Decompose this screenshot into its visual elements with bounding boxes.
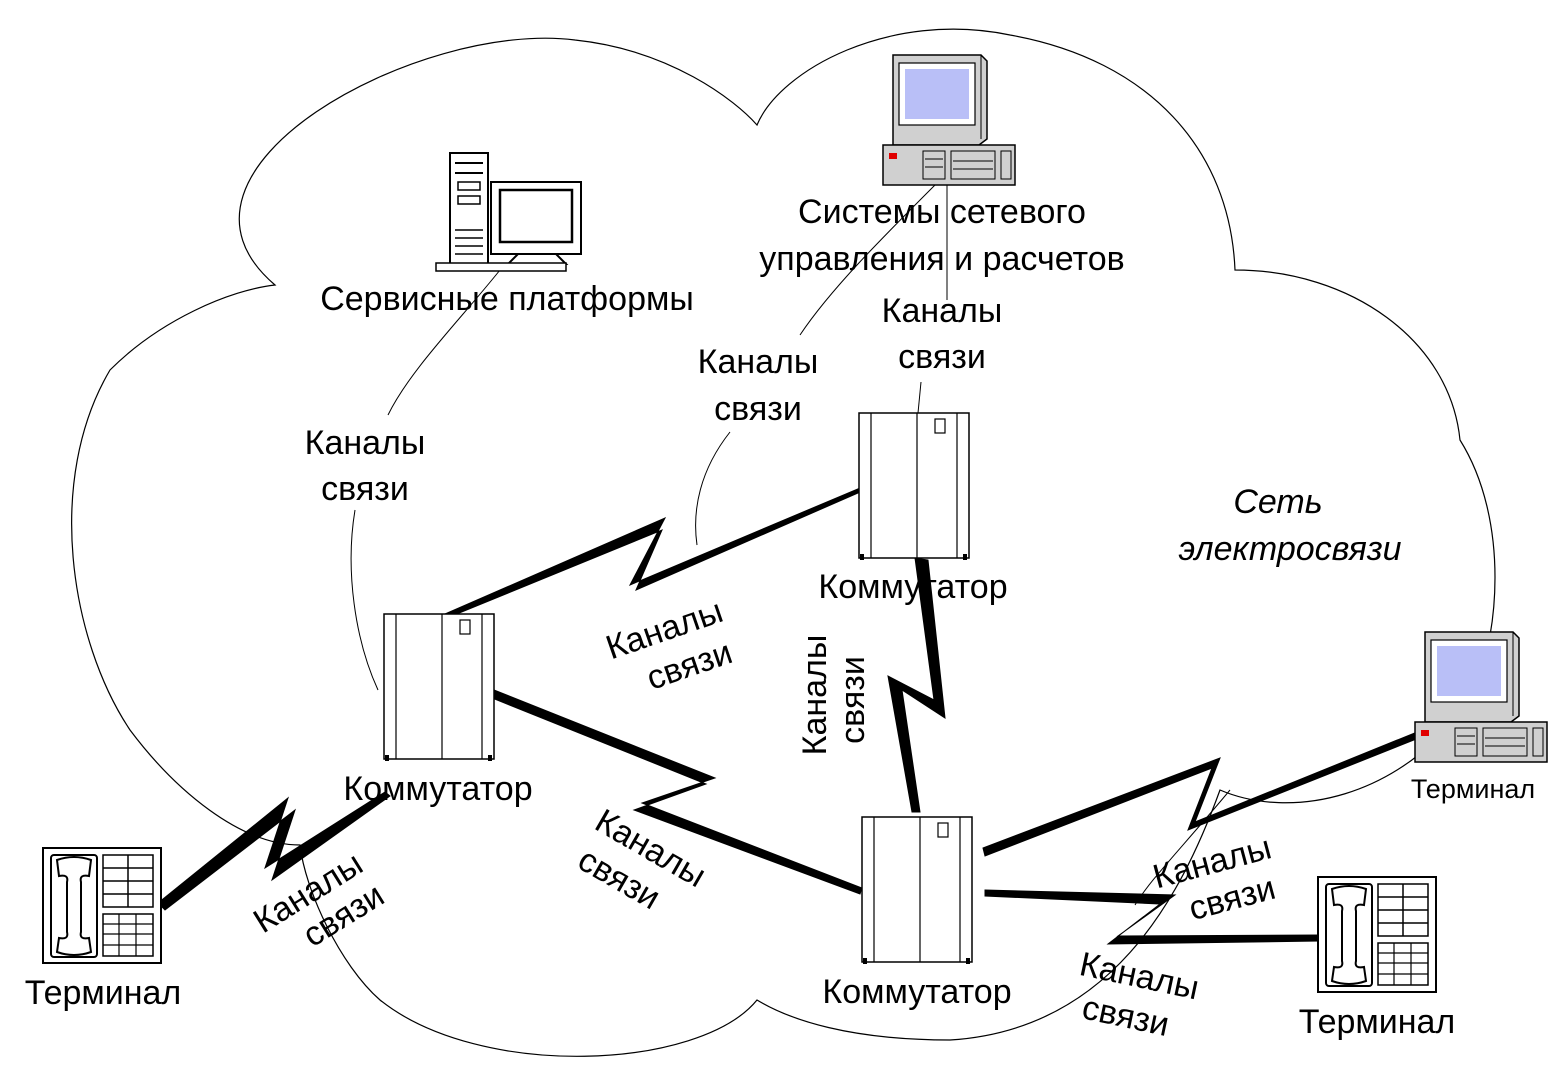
link-mgmt-to-switch2 xyxy=(917,381,922,414)
bolt-switch1-switch2 xyxy=(443,487,861,617)
channel-label-line1: Каналы xyxy=(882,292,1003,330)
desktop-computer-icon xyxy=(1414,631,1548,763)
rack-cabinet-icon xyxy=(858,412,970,561)
link-mgmt-to-label xyxy=(799,179,941,336)
telephone-icon xyxy=(42,847,162,964)
bolt-switch3-pcterminal xyxy=(982,729,1425,857)
network-cloud xyxy=(71,28,1496,1057)
channel-label-line2: связи xyxy=(321,470,409,508)
service-platforms-label: Сервисные платформы xyxy=(320,280,694,318)
channel-bolts xyxy=(157,487,1425,945)
channel-label-line2: связи xyxy=(898,338,986,376)
channel-label-line2: связи xyxy=(834,656,872,744)
link-platform-to-label xyxy=(387,269,501,416)
bolt-terminal-switch1 xyxy=(157,791,391,911)
telephone-icon xyxy=(1317,876,1437,993)
network-mgmt-label-line1: Системы сетевого xyxy=(798,193,1086,231)
tower-computer-icon xyxy=(435,152,582,272)
channel-label-line1: Каналы xyxy=(305,424,426,462)
desktop-computer-icon xyxy=(882,54,1016,186)
rack-cabinet-icon xyxy=(383,613,495,762)
switch-label: Коммутатор xyxy=(818,568,1007,606)
channel-label-line1: Каналы xyxy=(698,343,819,381)
terminal-label: Терминал xyxy=(1411,774,1535,804)
terminal-label: Терминал xyxy=(1299,1003,1456,1041)
link-label-to-switch1 xyxy=(350,509,379,691)
bolt-switch2-switch3 xyxy=(887,557,946,813)
channel-label-line2: связи xyxy=(714,390,802,428)
network-name-line1: Сеть xyxy=(1233,483,1322,521)
terminal-label: Терминал xyxy=(25,974,182,1012)
labels: Сервисные платформы Системы сетевого упр… xyxy=(25,193,1535,1044)
network-name-line2: электросвязи xyxy=(1178,530,1401,568)
switch-label: Коммутатор xyxy=(343,770,532,808)
link-label-to-bolt xyxy=(695,431,731,546)
thin-links xyxy=(350,179,1231,906)
channel-label-line1: Каналы xyxy=(796,635,834,756)
network-mgmt-label-line2: управления и расчетов xyxy=(759,240,1124,278)
rack-cabinet-icon xyxy=(861,816,973,965)
switch-label: Коммутатор xyxy=(822,973,1011,1011)
bolt-switch1-switch3 xyxy=(491,689,863,895)
